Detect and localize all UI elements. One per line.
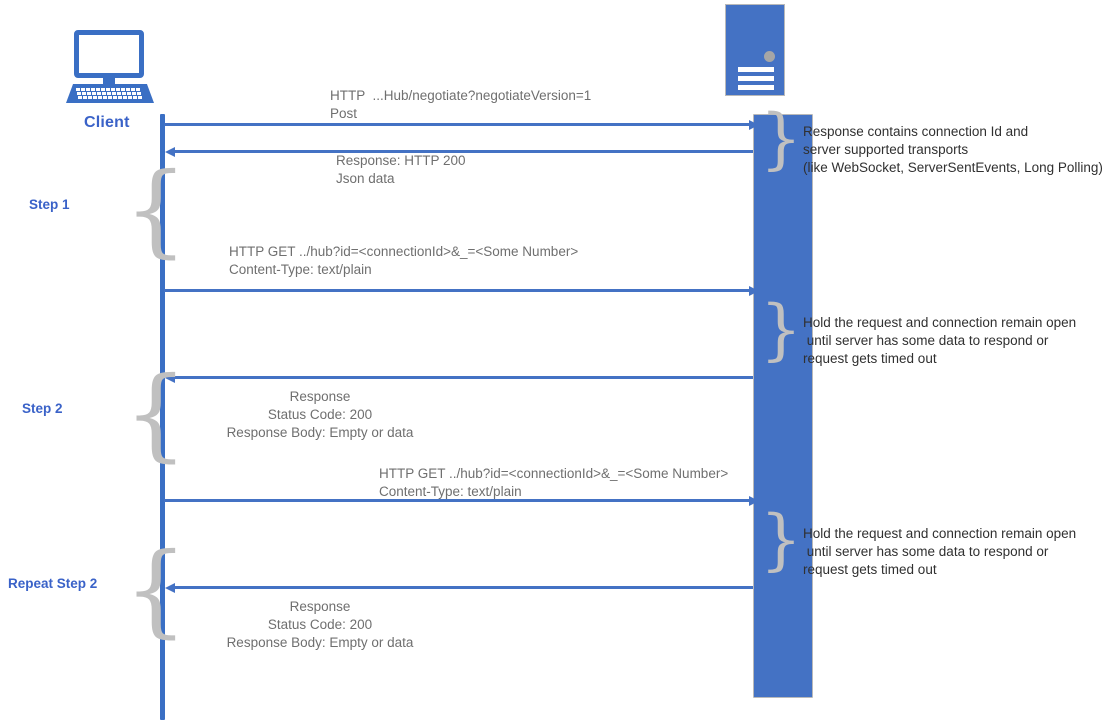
keyboard-key — [76, 88, 80, 91]
keyboard-key — [111, 88, 115, 91]
message-m6-line2: Status Code: 200 — [267, 617, 373, 632]
message-m1-line2: Post — [330, 106, 358, 121]
message-m6-line3: Response Body: Empty or data — [226, 635, 414, 650]
client-lifeline — [160, 114, 165, 720]
keyboard-key — [117, 92, 121, 95]
keyboard-key — [122, 92, 126, 95]
keyboard-key — [87, 92, 91, 95]
message-m2-line1: Response: HTTP 200 — [336, 153, 466, 168]
keyboard-key — [123, 96, 127, 99]
arrowhead-left-icon — [165, 146, 175, 157]
keyboard-key — [107, 92, 111, 95]
message-m3-line2: Content-Type: text/plain — [229, 262, 372, 277]
arrowhead-right-icon — [749, 495, 759, 506]
keyboard-key — [77, 92, 81, 95]
note-n2-brace: } — [760, 291, 802, 368]
repeat-step2-brace: } — [124, 531, 188, 648]
step1-brace: } — [124, 151, 188, 268]
server-lifeline — [753, 114, 813, 698]
server-slot-2 — [738, 76, 774, 81]
note-n2-line2: until server has some data to respond or — [803, 333, 1049, 348]
keyboard-key — [81, 88, 85, 91]
keyboard-key — [78, 96, 82, 99]
note-n1-line3: (like WebSocket, ServerSentEvents, Long … — [803, 160, 1103, 175]
arrowhead-left-icon — [165, 372, 175, 383]
keyboard-key — [83, 96, 87, 99]
note-n1-line1: Response contains connection Id and — [803, 124, 1029, 139]
keyboard-key — [82, 92, 86, 95]
keyboard-key — [137, 92, 141, 95]
keyboard-key — [121, 88, 125, 91]
note-n3-line3: request gets timed out — [803, 562, 937, 577]
keyboard-key — [112, 92, 116, 95]
monitor-screen — [74, 30, 144, 78]
keyboard-key — [92, 92, 96, 95]
message-m4-line3: Response Body: Empty or data — [226, 425, 414, 440]
message-m2-line2: Json data — [336, 171, 395, 186]
arrow-m5-client-to-server — [164, 495, 759, 506]
arrowhead-left-icon — [165, 582, 175, 593]
keyboard-key — [132, 92, 136, 95]
note-n2-line3: request gets timed out — [803, 351, 937, 366]
message-m6-line1: Response — [289, 599, 351, 614]
server-slot-1 — [738, 67, 774, 72]
arrow-m6-server-to-client — [165, 582, 753, 593]
note-n2-line1: Hold the request and connection remain o… — [803, 315, 1077, 330]
keyboard-key — [96, 88, 100, 91]
keyboard-key — [133, 96, 137, 99]
keyboard-key — [118, 96, 122, 99]
keyboard-key — [88, 96, 92, 99]
keyboard-key — [138, 96, 142, 99]
monitor-stand — [103, 77, 115, 85]
step2-brace: } — [124, 355, 188, 472]
step-label-repeat-step2: Repeat Step 2 — [8, 576, 98, 591]
keyboard-key — [108, 96, 112, 99]
keyboard-key — [113, 96, 117, 99]
keyboard-key — [126, 88, 130, 91]
step-label-step2: Step 2 — [22, 401, 63, 416]
message-m1-line1: HTTP ...Hub/negotiate?negotiateVersion=1 — [330, 88, 592, 103]
note-n1-line2: server supported transports — [803, 142, 969, 157]
client-actor-label: Client — [84, 114, 130, 131]
server-led-icon — [764, 51, 775, 62]
note-n3-line1: Hold the request and connection remain o… — [803, 526, 1077, 541]
arrowhead-right-icon — [749, 119, 759, 130]
keyboard-key — [136, 88, 140, 91]
keyboard-key — [131, 88, 135, 91]
keyboard-keys — [76, 88, 142, 99]
message-m5-line2: Content-Type: text/plain — [379, 484, 522, 499]
keyboard-key — [98, 96, 102, 99]
arrowhead-right-icon — [749, 285, 759, 296]
computer-icon — [66, 30, 154, 103]
note-n1-brace: } — [760, 100, 802, 177]
keyboard-key — [97, 92, 101, 95]
note-n3-line2: until server has some data to respond or — [803, 544, 1049, 559]
server-slot-3 — [738, 85, 774, 90]
step-label-step1: Step 1 — [29, 197, 70, 212]
keyboard-key — [128, 96, 132, 99]
message-m5-line1: HTTP GET ../hub?id=<connectionId>&_=<Som… — [379, 466, 729, 481]
arrow-m3-client-to-server — [164, 285, 759, 296]
server-icon — [725, 4, 785, 96]
arrow-m1-client-to-server — [164, 119, 759, 130]
message-m4-line1: Response — [289, 389, 351, 404]
keyboard-key — [116, 88, 120, 91]
keyboard-key — [91, 88, 95, 91]
keyboard-key — [101, 88, 105, 91]
arrow-m4-server-to-client — [165, 372, 753, 383]
arrow-m2-server-to-client — [165, 146, 753, 157]
keyboard-key — [93, 96, 97, 99]
keyboard-key — [86, 88, 90, 91]
message-m4-line2: Status Code: 200 — [267, 407, 373, 422]
keyboard-key — [106, 88, 110, 91]
message-m3-line1: HTTP GET ../hub?id=<connectionId>&_=<Som… — [229, 244, 579, 259]
keyboard-key — [102, 92, 106, 95]
keyboard-key — [103, 96, 107, 99]
note-n3-brace: } — [760, 501, 802, 578]
keyboard-key — [127, 92, 131, 95]
